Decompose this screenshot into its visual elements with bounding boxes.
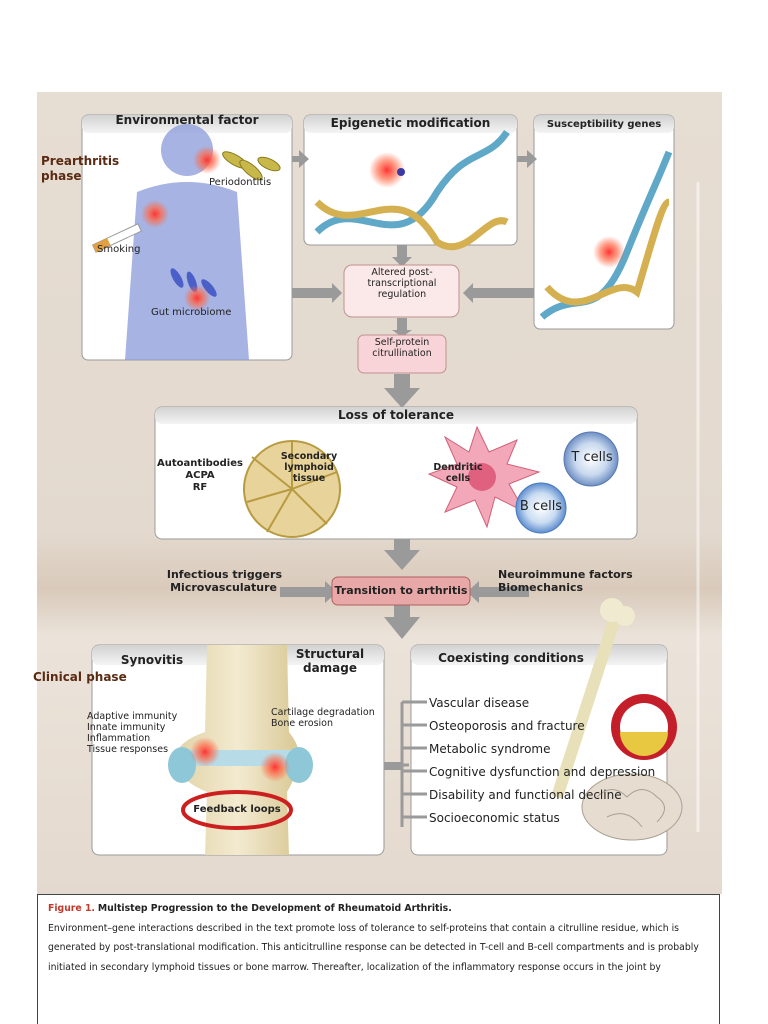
inflammation-glow: [193, 146, 221, 174]
altered-regulation-box: Altered post-transcriptional regulation: [367, 267, 437, 300]
acpa-label: ACPA: [185, 470, 215, 481]
citrullination-box: Self-protein citrullination: [372, 337, 432, 359]
gut-microbiome-label: Gut microbiome: [151, 307, 232, 318]
secondary-lymphoid-label: Secondary lymphoid tissue: [280, 451, 338, 484]
environmental-factor-title: Environmental factor: [115, 113, 259, 127]
tissue-responses-label: Tissue responses: [87, 744, 169, 755]
infectious-triggers-label: Infectious triggers: [166, 568, 282, 581]
loss-of-tolerance-title: Loss of tolerance: [337, 408, 455, 422]
coexisting-item: Vascular disease: [429, 696, 530, 710]
dna-helix-icon-2: [539, 150, 673, 320]
artery-icon: [611, 694, 677, 760]
b-cells-label: B cells: [519, 499, 563, 514]
cigarette-icon: [91, 223, 143, 253]
t-cell-icon: [563, 431, 619, 487]
figure-caption: Figure 1. Multistep Progression to the D…: [37, 894, 720, 1024]
bone-icon: [551, 598, 635, 799]
neuroimmune-factors-label: Neuroimmune factors: [498, 568, 633, 581]
caption-line: initiated in secondary lymphoid tissues …: [48, 961, 661, 973]
t-cells-label: T cells: [571, 450, 613, 465]
innate-immunity-label: Innate immunity: [87, 722, 166, 733]
periodontitis-label: Periodontitis: [209, 177, 272, 188]
coexisting-item: Cognitive dysfunction and depression: [429, 765, 656, 779]
autoantibodies-label: Autoantibodies: [157, 458, 243, 469]
diagram-graphics: [81, 114, 700, 856]
flow-arrows: [280, 150, 537, 770]
coexisting-item: Osteoporosis and fracture: [429, 719, 585, 733]
joint-icon: [168, 645, 313, 855]
adaptive-immunity-label: Adaptive immunity: [87, 711, 178, 722]
dendritic-cell-icon: [427, 425, 541, 529]
lymph-node-icon: [243, 440, 341, 538]
brain-icon: [581, 773, 683, 841]
caption-line: Environment–gene interactions described …: [48, 922, 679, 934]
epigenetic-modification-title: Epigenetic modification: [330, 116, 491, 130]
biomechanics-label: Biomechanics: [498, 581, 584, 594]
figure-number: Figure 1.: [48, 903, 95, 914]
dna-helix-icon: [314, 129, 510, 251]
bacteria-icon: [222, 151, 281, 181]
b-cell-icon: [515, 482, 567, 534]
coexisting-item: Socioeconomic status: [429, 811, 560, 825]
clinical-phase-label: Clinical phase: [33, 670, 127, 684]
caption-title: Multistep Progression to the Development…: [97, 903, 452, 914]
figure-panel: Prearthritis phase Clinical phase Enviro…: [33, 92, 722, 894]
dendritic-cells-label: Dendritic cells: [433, 462, 483, 484]
microvasculature-label: Microvasculature: [170, 581, 277, 594]
prearthritis-phase-label: Prearthritis phase: [41, 154, 120, 183]
feedback-loops-label: Feedback loops: [193, 804, 281, 815]
bone-erosion-label: Bone erosion: [271, 718, 333, 729]
synovitis-title: Synovitis: [120, 653, 184, 667]
transition-to-arthritis-box: Transition to arthritis: [334, 584, 468, 597]
rf-label: RF: [192, 482, 208, 493]
susceptibility-genes-title: Susceptibility genes: [546, 119, 662, 130]
coexisting-item: Disability and functional decline: [429, 788, 622, 802]
structural-damage-title: Structural damage: [295, 647, 365, 675]
caption-line: generated by post-translational modifica…: [48, 942, 699, 953]
smoking-label: Smoking: [97, 244, 141, 255]
cartilage-degradation-label: Cartilage degradation: [271, 707, 375, 718]
coexisting-conditions-title: Coexisting conditions: [438, 651, 584, 665]
coexisting-item: Metabolic syndrome: [429, 742, 551, 756]
inflammation-label: Inflammation: [87, 733, 151, 744]
